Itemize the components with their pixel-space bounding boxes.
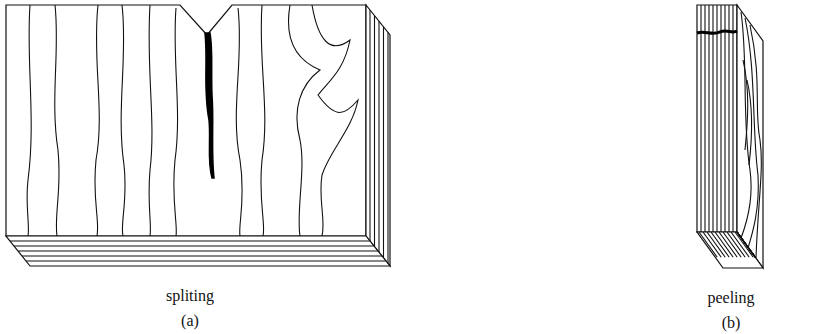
grain-line — [236, 8, 242, 236]
grain-line — [704, 5, 705, 232]
split-block — [6, 5, 390, 266]
hatch-line — [737, 232, 755, 257]
hatch-line — [711, 232, 729, 257]
side-grain-line — [369, 10, 370, 241]
hatch-line — [737, 232, 755, 257]
end-grain-face — [737, 5, 763, 268]
hatch-line — [715, 232, 733, 257]
front-face — [6, 5, 366, 236]
front-face — [697, 5, 737, 232]
grain-line — [720, 5, 721, 232]
hatch-line — [719, 232, 737, 257]
grain-line — [732, 5, 733, 232]
bottom-grain-line — [18, 250, 378, 251]
bottom-face — [6, 236, 390, 266]
hatch-line — [737, 232, 755, 257]
figure-letter: (b) — [722, 315, 741, 331]
grain-line — [716, 5, 717, 232]
bottom-grain-line — [10, 240, 370, 241]
grain-line — [724, 5, 725, 232]
grain-line — [312, 5, 358, 236]
defect-name: peeling — [707, 290, 754, 306]
grain-line — [708, 5, 709, 232]
peel-block — [697, 5, 763, 268]
side-grain-line — [383, 27, 384, 258]
defect-name: spliting — [166, 288, 214, 304]
bottom-grain-line — [26, 260, 386, 261]
grain-line — [149, 5, 152, 236]
growth-ring — [743, 60, 748, 150]
grain-line — [700, 5, 701, 232]
grain-line — [288, 5, 320, 236]
hatch-line — [737, 232, 755, 257]
side-grain-line — [387, 33, 388, 264]
bottom-grain-line — [14, 245, 374, 246]
grain-line — [55, 5, 59, 236]
hatch-line — [737, 232, 755, 257]
grain-line — [174, 8, 178, 236]
figure-letter: (a) — [181, 313, 199, 329]
grain-line — [261, 5, 265, 236]
grain-line — [27, 5, 31, 236]
hatch-line — [699, 232, 717, 257]
split-crack — [205, 33, 214, 178]
hatch-line — [707, 232, 725, 257]
hatch-line — [723, 232, 741, 257]
hatch-line — [737, 232, 755, 257]
bottom-face — [697, 232, 763, 268]
growth-ring — [750, 25, 761, 258]
grain-line — [121, 5, 125, 236]
hatch-line — [727, 232, 745, 257]
hatch-line — [735, 232, 753, 257]
hatch-line — [703, 232, 721, 257]
peeling-crack — [697, 31, 737, 33]
growth-ring — [747, 80, 752, 165]
grain-line — [95, 5, 99, 236]
grain-line — [728, 5, 729, 232]
side-face — [366, 5, 390, 266]
hatch-line — [737, 232, 755, 257]
side-grain-line — [374, 16, 375, 247]
side-grain-line — [378, 21, 379, 252]
bottom-grain-line — [22, 255, 382, 256]
hatch-line — [737, 232, 755, 257]
grain-line — [712, 5, 713, 232]
